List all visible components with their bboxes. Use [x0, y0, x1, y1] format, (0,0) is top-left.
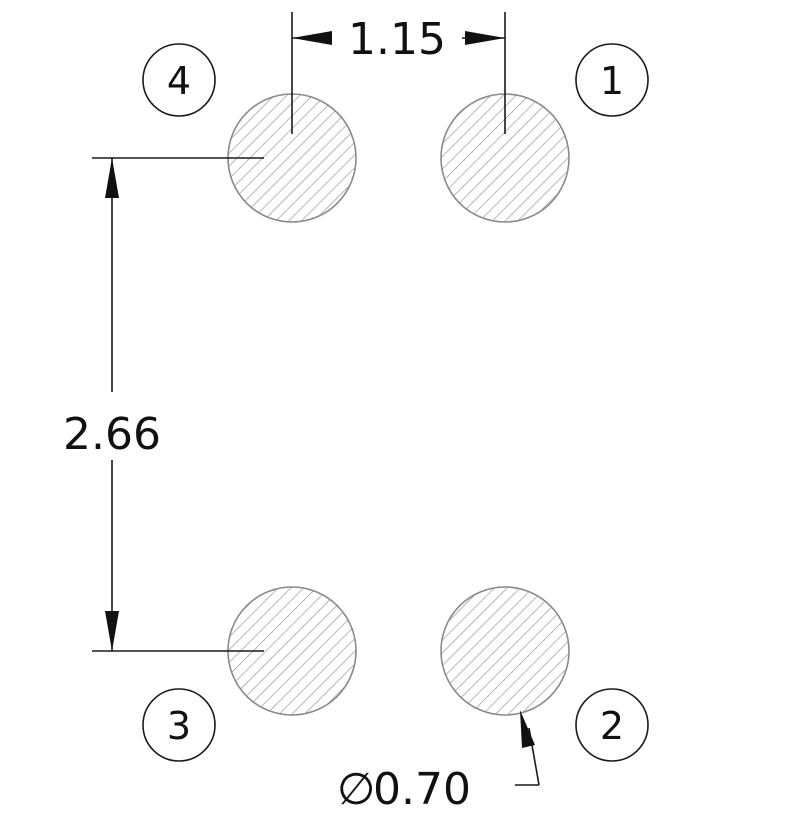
arrowhead-top	[105, 158, 119, 198]
pad-diameter-label: 0.70	[373, 764, 471, 815]
pin-number-4: 4	[167, 59, 191, 103]
horizontal-pitch-dimension: 1.15	[291, 12, 506, 134]
arrowhead-bottom	[105, 611, 119, 651]
leader-arrowhead	[520, 710, 535, 748]
pin-label-3: 3	[142, 688, 216, 762]
diameter-symbol: ∅	[337, 764, 375, 815]
pin-number-2: 2	[600, 704, 624, 748]
pin-number-1: 1	[600, 59, 624, 103]
vertical-pitch-dimension: 2.66	[63, 157, 264, 652]
pin-label-4: 4	[142, 43, 216, 117]
pad-diameter-dimension: ∅ 0.70	[337, 710, 540, 815]
horizontal-pitch-label: 1.15	[348, 14, 446, 65]
pin-label-1: 1	[575, 43, 649, 117]
arrowhead-right	[465, 31, 505, 45]
pin-number-3: 3	[167, 704, 191, 748]
pad-2	[440, 586, 570, 716]
pin-label-2: 2	[575, 688, 649, 762]
arrowhead-left	[292, 31, 332, 45]
vertical-pitch-label: 2.66	[63, 409, 161, 460]
